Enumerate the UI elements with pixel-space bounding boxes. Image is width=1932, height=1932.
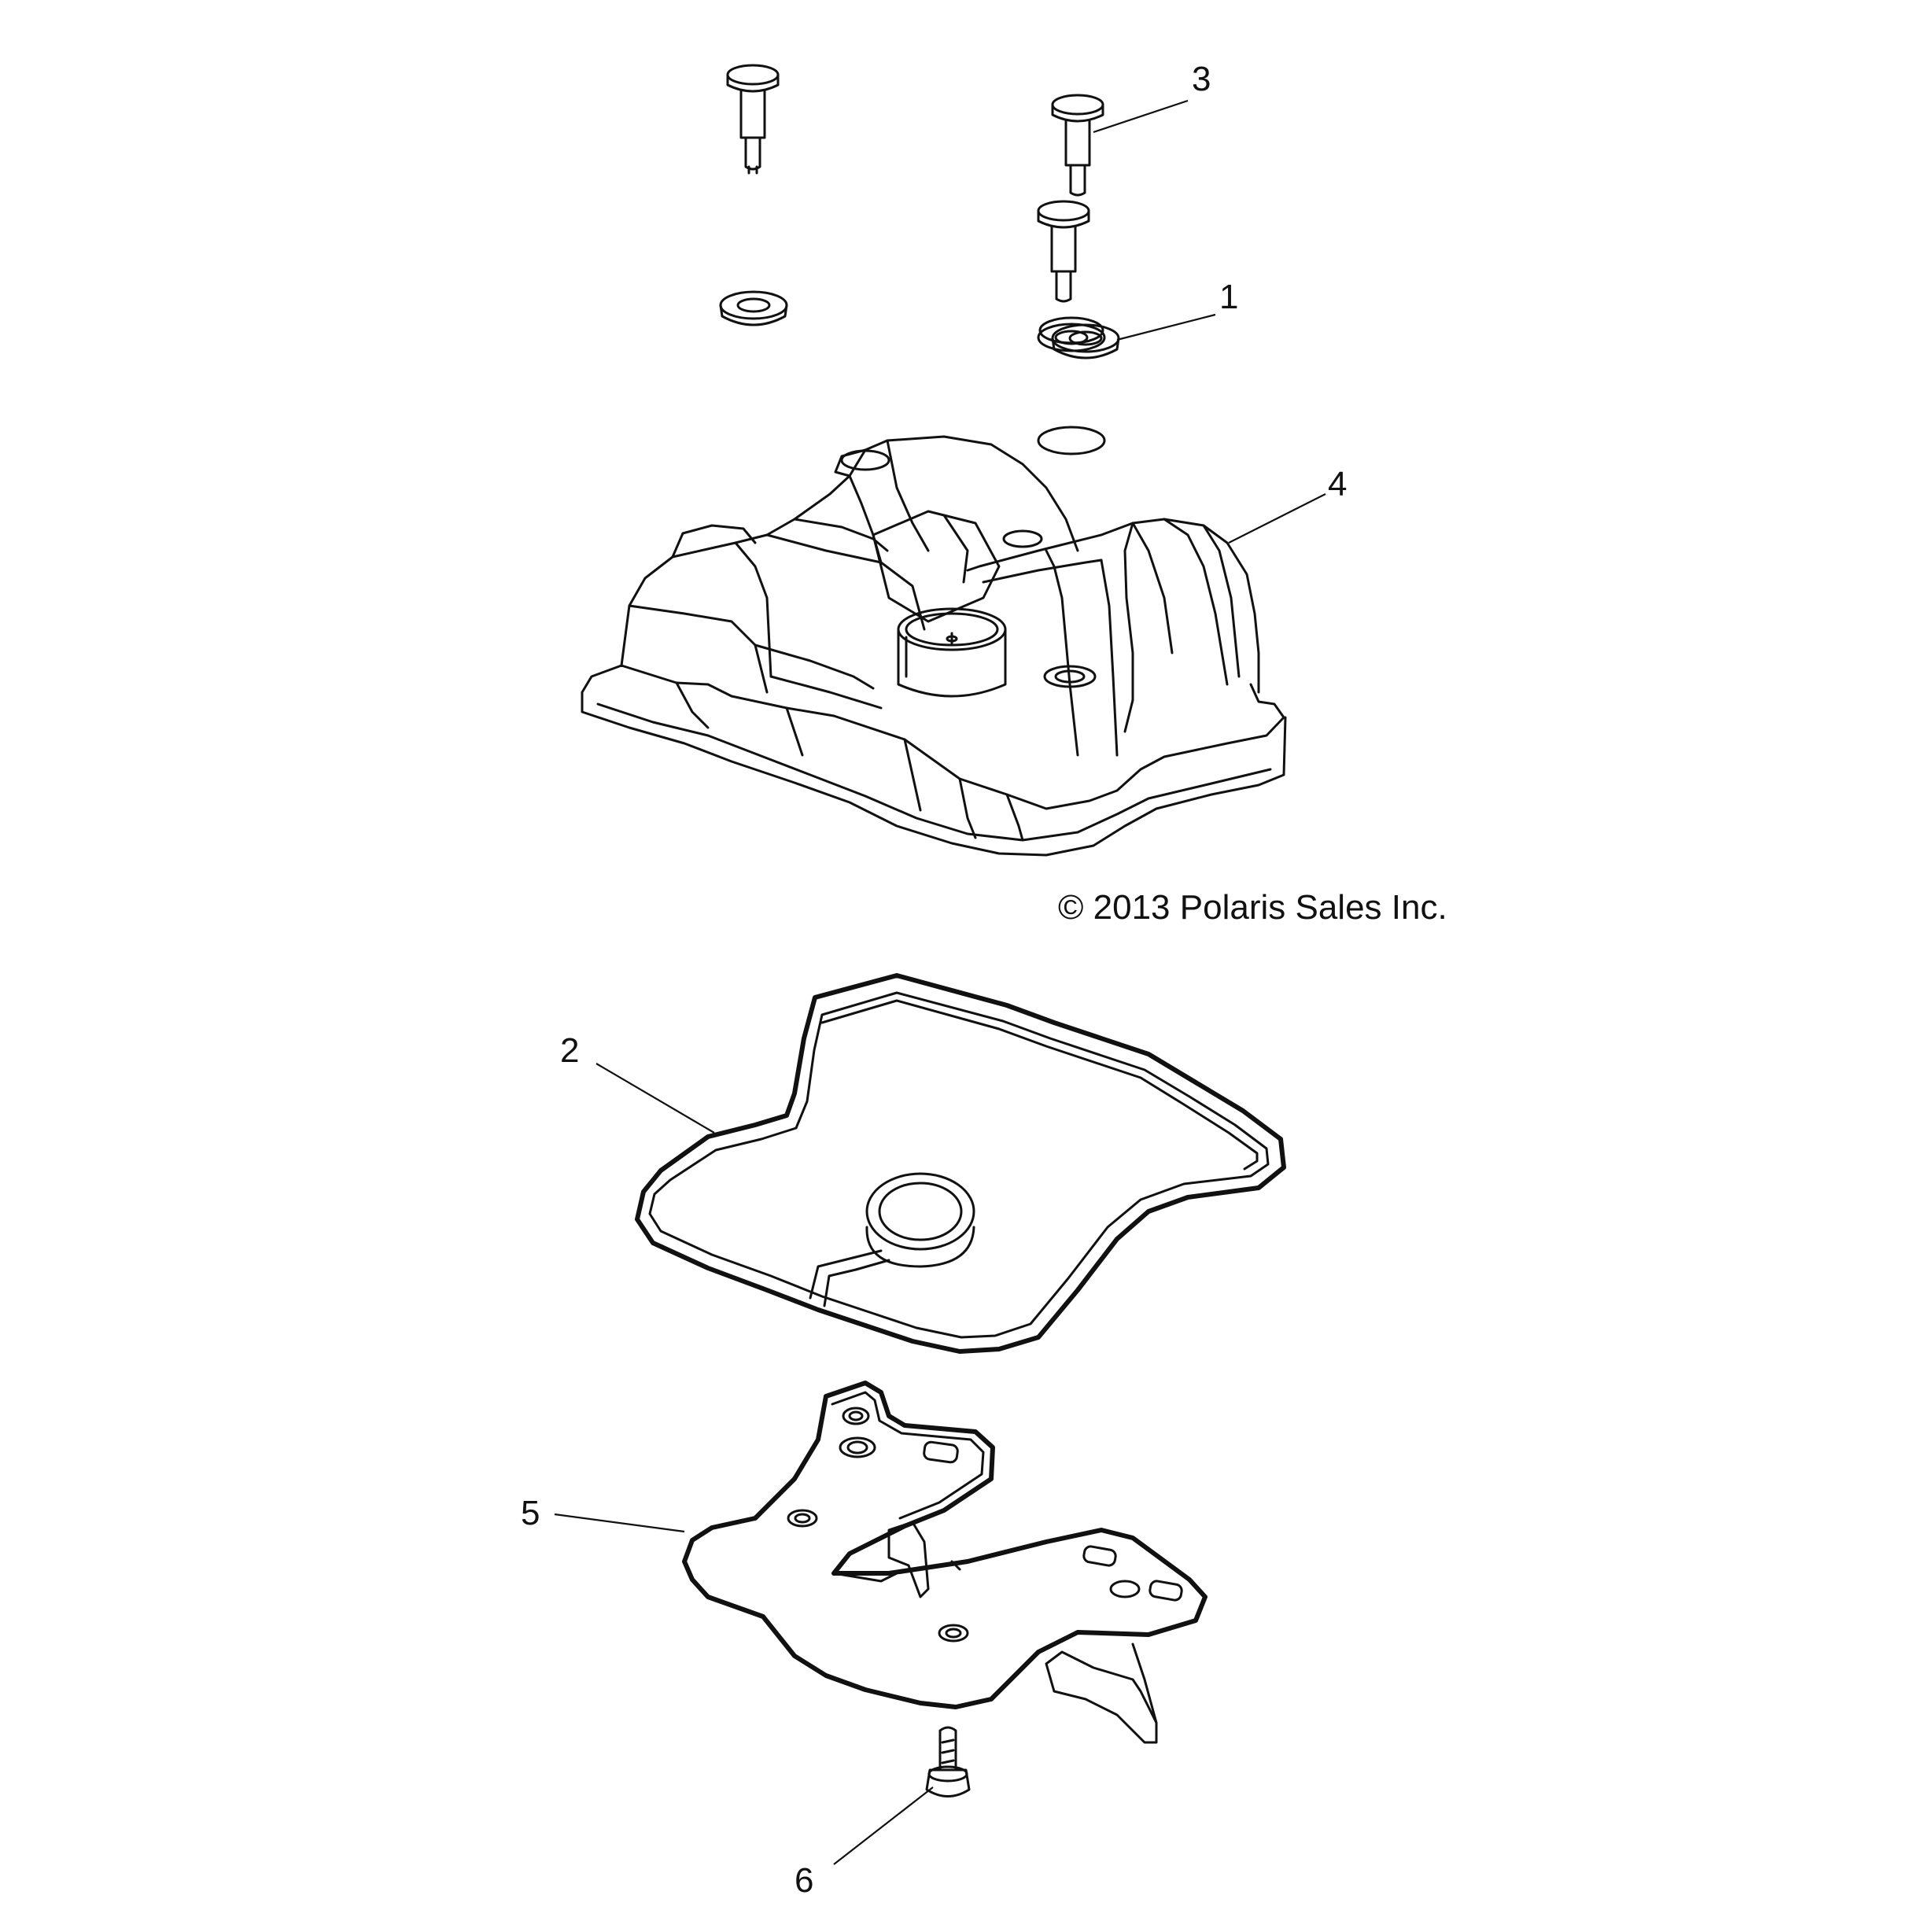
- bolt-item-3-upper: [1051, 94, 1104, 197]
- grommet-on-cover: [1037, 426, 1106, 455]
- callout-4: 4: [1328, 465, 1347, 503]
- callout-5: 5: [521, 1494, 540, 1532]
- grommet-lower: [1037, 323, 1106, 352]
- leader-line-3: [1093, 99, 1189, 134]
- valve-cover: [581, 316, 1287, 857]
- bolt-upper-left: [726, 64, 780, 175]
- valve-cover-gasket: [635, 973, 1286, 1354]
- callout-2: 2: [560, 1031, 579, 1070]
- grommet-left: [719, 290, 788, 326]
- copyright-notice: © 2013 Polaris Sales Inc.: [1058, 888, 1447, 927]
- baffle-plate: [682, 1381, 1208, 1744]
- leader-line-5: [554, 1513, 685, 1533]
- leader-line-4: [1228, 493, 1326, 544]
- callout-6: 6: [795, 1861, 813, 1900]
- callout-1: 1: [1219, 278, 1238, 316]
- bolt-item-6: [925, 1726, 971, 1797]
- bolt-item-3-lower: [1037, 200, 1090, 303]
- leader-line-2: [595, 1063, 715, 1134]
- callout-3: 3: [1192, 60, 1211, 98]
- leader-line-6: [833, 1786, 934, 1865]
- leader-line-1: [1116, 313, 1216, 341]
